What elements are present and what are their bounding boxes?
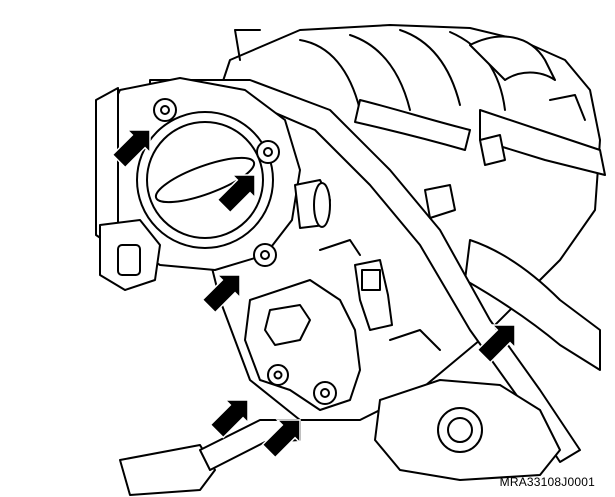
throttle-plate: [154, 156, 256, 204]
figure-code: MRA33108J0001: [499, 475, 595, 489]
manifold-runner-3: [399, 29, 461, 106]
bracket-cutout: [264, 304, 311, 346]
connector-top-right: [479, 134, 506, 166]
sensor-tab: [117, 244, 141, 276]
bracket-bolt-right: [313, 381, 337, 405]
hose-lower-right: [464, 239, 601, 371]
manifold-runner-1: [299, 39, 361, 111]
bolt-upper-left: [153, 98, 177, 122]
detail-line-4: [549, 94, 586, 121]
arrow-throttle-body-bolt-lower: [201, 274, 241, 314]
bolt-upper-right: [256, 140, 280, 164]
arrow-throttle-body-bolt-upper-right: [216, 174, 256, 214]
detail-line-3: [234, 29, 261, 61]
arrow-throttle-body-bolt-upper-left: [111, 129, 151, 169]
detail-line-2: [389, 329, 441, 351]
arrow-bracket-bolt-left: [209, 399, 249, 439]
bolt-lower: [253, 243, 277, 267]
lower-left-clamp: [119, 444, 216, 496]
bracket-bolt-left: [267, 364, 289, 386]
engine-line-art: [95, 24, 606, 496]
hose-middle: [354, 99, 471, 151]
lower-port-inner: [447, 417, 473, 443]
detail-line-1: [319, 239, 361, 256]
outlet-pipe-end: [313, 182, 331, 228]
manifold-runner-2: [349, 34, 411, 111]
arrow-bracket-bolt-right: [261, 419, 301, 459]
arrow-hose-right: [476, 324, 516, 364]
connector-center-tab: [361, 269, 381, 291]
connector-upper: [424, 184, 456, 219]
callout-arrows: [111, 129, 516, 459]
hose-top: [469, 35, 556, 81]
